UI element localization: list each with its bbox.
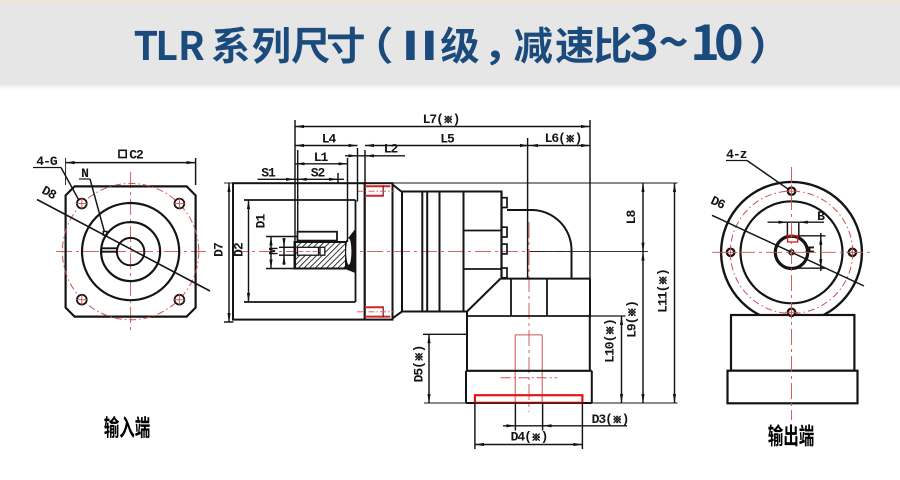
- svg-text:D7: D7: [212, 243, 227, 257]
- svg-text:L11(: L11(: [656, 286, 671, 313]
- svg-text:D2: D2: [232, 242, 247, 257]
- svg-text:L10(: L10(: [603, 336, 618, 363]
- svg-text:4-G: 4-G: [36, 154, 58, 169]
- svg-text:L7(: L7(: [423, 112, 443, 127]
- svg-text:B: B: [817, 209, 825, 224]
- svg-text:): ): [656, 269, 671, 276]
- svg-text:): ): [603, 319, 618, 326]
- svg-text:C2: C2: [129, 148, 144, 163]
- svg-text:L6(: L6(: [545, 131, 565, 146]
- svg-text:N: N: [81, 166, 88, 181]
- svg-text:H: H: [803, 246, 818, 253]
- svg-text:M: M: [267, 247, 282, 255]
- svg-text:D4(: D4(: [511, 430, 531, 445]
- svg-text:S1: S1: [261, 166, 276, 181]
- svg-text:): ): [412, 346, 427, 353]
- svg-text:L5: L5: [440, 132, 455, 147]
- svg-text:): ): [575, 131, 582, 146]
- svg-text:L1: L1: [314, 150, 329, 165]
- svg-text:4-z: 4-z: [726, 147, 747, 162]
- svg-text:): ): [541, 430, 548, 445]
- svg-text:D1: D1: [254, 214, 269, 229]
- svg-text:): ): [622, 412, 629, 427]
- svg-text:D3(: D3(: [592, 412, 612, 427]
- svg-text:L8: L8: [624, 210, 639, 225]
- svg-text:L4: L4: [322, 132, 337, 147]
- svg-text:): ): [625, 301, 640, 308]
- svg-text:S2: S2: [311, 166, 326, 181]
- svg-text:D5(: D5(: [412, 362, 427, 382]
- svg-text:L2: L2: [384, 142, 399, 157]
- svg-text:L9(: L9(: [625, 318, 640, 338]
- svg-text:): ): [453, 112, 460, 127]
